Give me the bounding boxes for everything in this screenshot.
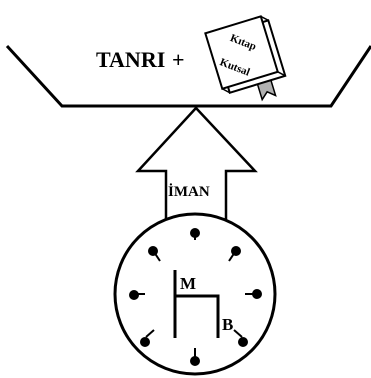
label-tanri: TANRI bbox=[96, 47, 165, 72]
label-plus: + bbox=[172, 47, 185, 72]
hand-b-path bbox=[175, 294, 220, 338]
holy-book-icon bbox=[204, 15, 287, 102]
label-m: M bbox=[180, 274, 196, 293]
clock-ticks bbox=[129, 228, 262, 366]
label-b: B bbox=[222, 315, 233, 334]
label-iman: İMAN bbox=[168, 183, 210, 200]
book-cover bbox=[204, 15, 280, 91]
clock-hands bbox=[173, 270, 220, 338]
tray bbox=[5, 44, 371, 108]
